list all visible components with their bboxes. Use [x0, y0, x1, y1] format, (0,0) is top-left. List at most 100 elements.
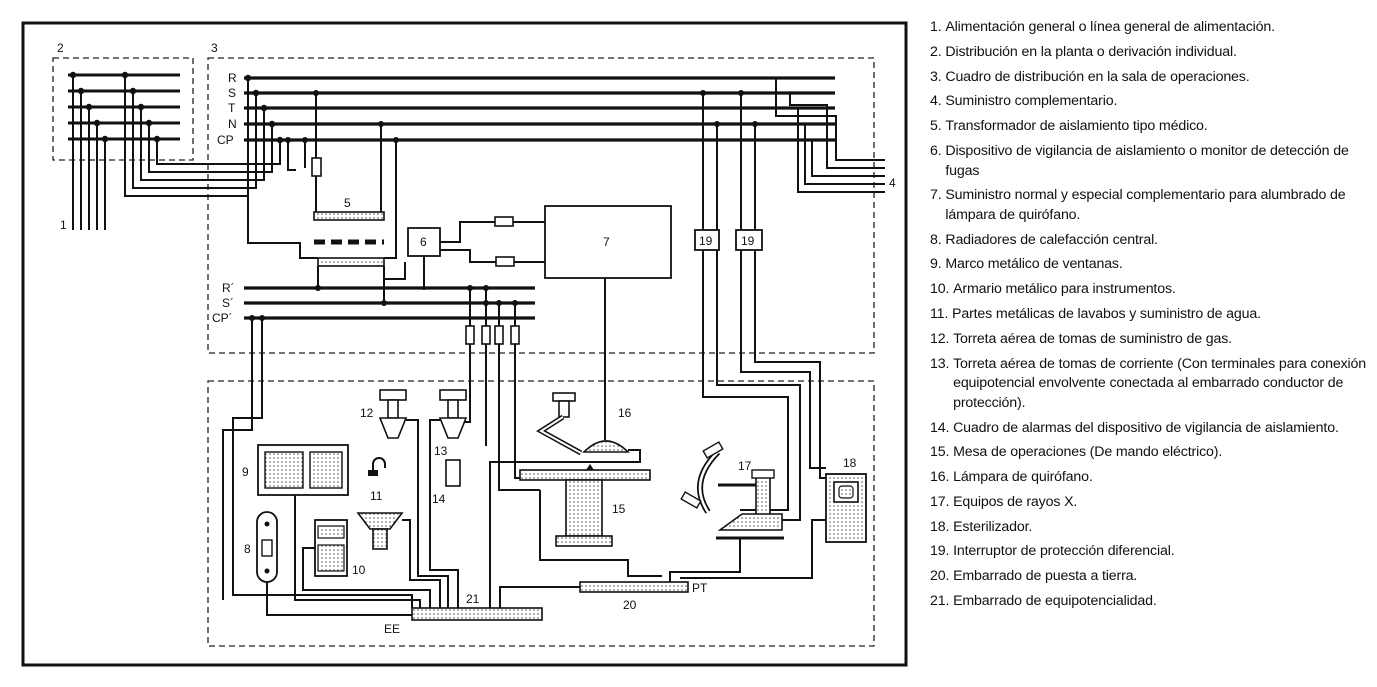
main-feed-lines [72, 75, 106, 230]
legend-item: 19. Interruptor de protección diferencia… [930, 542, 1370, 562]
rcd-box-a [694, 229, 720, 251]
label-7: 7 [603, 235, 610, 249]
legend-text: Radiadores de calefacción central. [945, 231, 1158, 248]
power-turret [429, 389, 468, 608]
surgical-lamp [489, 392, 641, 612]
legend-text: Armario metálico para instrumentos. [953, 281, 1176, 298]
legend-num: 21. [930, 593, 950, 609]
label-16: 16 [618, 406, 632, 420]
legend-num: 18. [930, 518, 950, 535]
rcd-lines [702, 93, 826, 521]
legend-num: 13. [930, 355, 950, 372]
legend-item: 2. Distribución en la planta o derivació… [930, 43, 1370, 63]
legend-num: 16. [930, 469, 950, 486]
isolated-buses [244, 286, 535, 320]
label-13: 13 [434, 444, 448, 458]
legend-item: 1. Alimentación general o línea general … [930, 18, 1370, 38]
label-19b: 19 [741, 234, 755, 248]
legend-item: 18. Esterilizador. [930, 518, 1370, 538]
metal-cabinet [302, 519, 431, 608]
label-3: 3 [211, 41, 218, 55]
radiator [256, 511, 415, 616]
protective-conductors [222, 140, 413, 608]
legend-text: Suministro normal y especial complementa… [945, 187, 1346, 223]
legend-text: Embarrado de equipotencialidad. [953, 593, 1157, 609]
legend-text: Torreta aérea de tomas de suministro de … [953, 330, 1232, 347]
label-pt: PT [692, 581, 708, 595]
legend-item: 6. Dispositivo de vigilancia de aislamie… [930, 142, 1370, 181]
legend-text: Partes metálicas de lavabos y suministro… [952, 306, 1261, 322]
label-4: 4 [889, 176, 896, 190]
label-15: 15 [612, 502, 626, 516]
legend-item: 21. Embarrado de equipotencialidad. [930, 592, 1370, 612]
label-17: 17 [738, 459, 752, 473]
room-box [207, 380, 875, 647]
bus-label-t: T [228, 101, 236, 115]
legend-num: 6. [930, 142, 942, 159]
legend-num: 9. [930, 256, 942, 273]
monitor-box [407, 227, 441, 257]
label-8: 8 [244, 542, 251, 556]
legend-text: Cuadro de distribución en la sala de ope… [945, 68, 1250, 85]
legend-item: 13. Torreta aérea de tomas de corriente … [930, 355, 1370, 414]
legend-item: 17. Equipos de rayos X. [930, 493, 1370, 513]
legend-text: Transformador de aislamiento tipo médico… [945, 118, 1208, 135]
label-1: 1 [60, 218, 67, 232]
legend-text: Torreta aérea de tomas de corriente (Con… [953, 355, 1367, 411]
legend-num: 7. [930, 187, 942, 204]
supply-box [52, 57, 194, 161]
bus-label-s: S [228, 86, 236, 100]
legend-num: 14. [930, 419, 950, 436]
legend-num: 20. [930, 568, 950, 585]
window-frame [257, 444, 421, 608]
legend-num: 1. [930, 19, 942, 35]
iso-bus-label-s: S´ [222, 296, 234, 310]
legend-item: 3. Cuadro de distribución en la sala de … [930, 68, 1370, 88]
lamp-supply-box [544, 205, 672, 279]
legend-num: 10. [930, 281, 950, 298]
legend-item: 7. Suministro normal y especial compleme… [930, 186, 1370, 225]
legend-item: 11. Partes metálicas de lavabos y sumini… [930, 305, 1370, 325]
legend-num: 2. [930, 43, 942, 60]
legend-num: 11. [930, 306, 949, 322]
label-18: 18 [843, 456, 857, 470]
legend-text: Lámpara de quirófano. [953, 469, 1093, 486]
legend-text: Alimentación general o línea general de … [945, 19, 1275, 35]
label-10: 10 [352, 563, 366, 577]
main-buses [244, 76, 835, 142]
legend-item: 5. Transformador de aislamiento tipo méd… [930, 117, 1370, 137]
bus-label-cp: CP [217, 133, 234, 147]
legend-list: 1. Alimentación general o línea general … [930, 18, 1370, 617]
label-14: 14 [432, 492, 446, 506]
label-12: 12 [360, 406, 374, 420]
legend-num: 3. [930, 68, 942, 85]
label-2: 2 [57, 41, 64, 55]
label-5: 5 [344, 196, 351, 210]
legend-num: 17. [930, 493, 950, 510]
legend-text: Mesa de operaciones (De mando eléctrico)… [953, 444, 1223, 461]
label-ee: EE [384, 622, 400, 636]
iso-bus-label-r: R´ [222, 281, 235, 295]
legend-text: Equipos de rayos X. [953, 493, 1078, 510]
equipotential-bar [411, 607, 543, 621]
legend-text: Esterilizador. [953, 518, 1033, 535]
bus-label-n: N [228, 117, 237, 131]
distribution-box [207, 57, 875, 354]
earth-bar [499, 581, 689, 612]
legend-item: 10. Armario metálico para instrumentos. [930, 280, 1370, 300]
label-20: 20 [623, 598, 637, 612]
legend-num: 15. [930, 444, 950, 461]
legend-text: Embarrado de puesta a tierra. [953, 568, 1138, 585]
legend-num: 12. [930, 330, 950, 347]
legend-text: Distribución en la planta o derivación i… [945, 43, 1237, 60]
label-11: 11 [370, 489, 383, 503]
rcd-box-b [735, 229, 763, 251]
outer-frame [21, 21, 908, 667]
legend-num: 19. [930, 543, 950, 560]
iso-bus-label-cp: CP´ [212, 311, 233, 325]
xray-equipment [669, 441, 784, 582]
legend-text: Cuadro de alarmas del dispositivo de vig… [953, 419, 1339, 436]
legend-item: 20. Embarrado de puesta a tierra. [930, 567, 1370, 587]
legend-item: 14. Cuadro de alarmas del dispositivo de… [930, 419, 1370, 439]
legend-item: 8. Radiadores de calefacción central. [930, 231, 1370, 251]
